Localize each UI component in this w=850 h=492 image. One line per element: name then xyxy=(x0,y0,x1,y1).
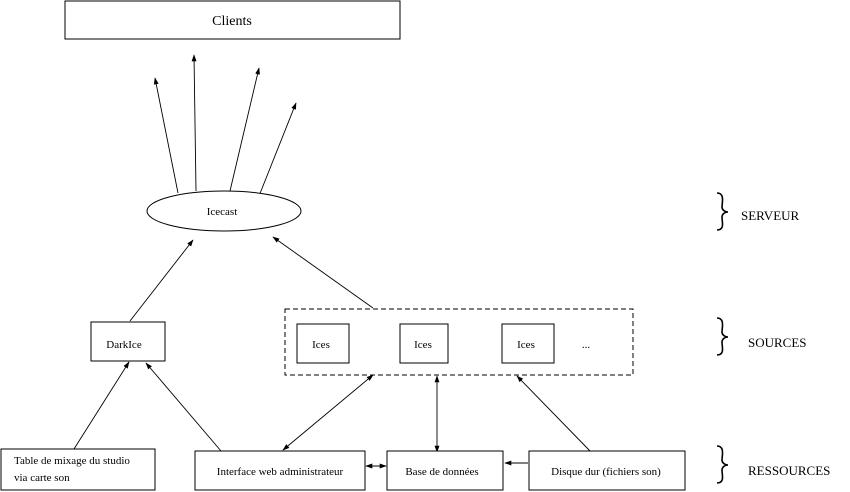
clients-node: Clients xyxy=(64,0,401,40)
ices-node-1 xyxy=(296,323,350,364)
table-mixage-label-line2: via carte son xyxy=(14,472,70,484)
base-donnees-node: Base de données xyxy=(386,450,504,491)
ices-label-1: Ices xyxy=(312,339,330,351)
darkice-label: DarkIce xyxy=(106,339,142,351)
ices-ellipsis: ... xyxy=(582,339,591,351)
base-donnees-label: Base de données xyxy=(405,466,478,478)
layer-serveur-label: SERVEUR xyxy=(741,208,800,223)
ices-label-2: Ices xyxy=(414,339,432,351)
table-mixage-node: Table de mixage du studio via carte son xyxy=(0,448,156,491)
table-mixage-label-line1: Table de mixage du studio xyxy=(14,455,130,467)
arrow-interface-to-darkice xyxy=(145,362,222,452)
arrow-icecast-to-clients-2 xyxy=(191,54,197,192)
darkice-node: DarkIce xyxy=(90,321,166,362)
arrow-icecast-to-clients-4 xyxy=(258,102,297,197)
brace-icon xyxy=(716,192,729,231)
brace-icon xyxy=(716,445,729,484)
layer-serveur: SERVEUR xyxy=(716,192,800,231)
ices-node-2 xyxy=(399,323,449,364)
clients-label: Clients xyxy=(212,14,252,29)
layer-ressources-label: RESSOURCES xyxy=(748,463,830,478)
ices-label-3: Ices xyxy=(517,339,535,351)
arrow-interface-ices-bidirectional xyxy=(282,374,374,451)
layer-ressources: RESSOURCES xyxy=(716,445,830,484)
arrow-disque-to-ices xyxy=(516,375,592,453)
interface-web-label: Interface web administrateur xyxy=(217,466,344,478)
disque-dur-node: Disque dur (fichiers son) xyxy=(528,450,686,491)
arrow-ices-group-to-icecast xyxy=(272,236,374,309)
layer-sources-label: SOURCES xyxy=(748,335,807,350)
arrow-darkice-to-icecast xyxy=(129,239,194,322)
arrow-table-to-darkice xyxy=(73,361,130,450)
ices-node-3 xyxy=(501,323,555,364)
ices-group: Ices Ices Ices ... xyxy=(284,308,634,376)
arrow-icecast-to-clients-1 xyxy=(153,77,179,194)
interface-web-node: Interface web administrateur xyxy=(194,450,366,491)
layer-sources: SOURCES xyxy=(716,317,807,356)
icecast-label: Icecast xyxy=(207,206,238,218)
icecast-node: Icecast xyxy=(146,190,302,232)
brace-icon xyxy=(716,317,729,356)
disque-dur-label: Disque dur (fichiers son) xyxy=(551,466,661,478)
arrow-icecast-to-clients-3 xyxy=(229,67,260,192)
